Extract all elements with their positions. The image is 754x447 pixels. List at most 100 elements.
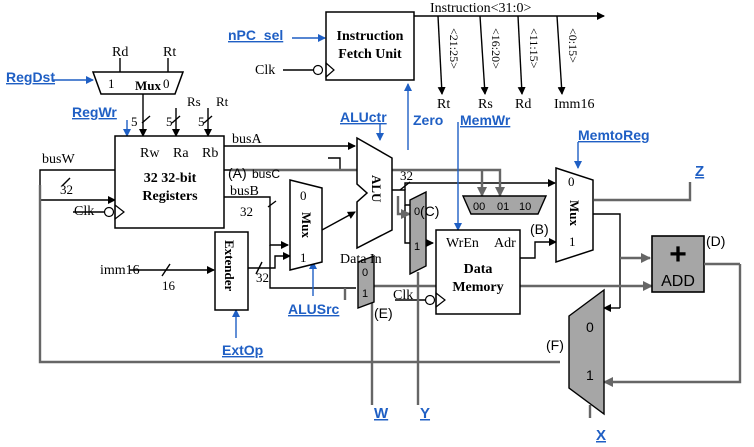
fetch-clk-label: Clk [255,63,275,78]
regwr-label: RegWr [72,104,117,120]
regdst-mux [91,71,185,95]
w-label: W [374,405,389,422]
imm16-width-tick [161,263,171,277]
y-label: Y [420,405,430,422]
imm16-width-label: 16 [162,278,176,293]
alusrc-zero-label: 0 [300,188,307,203]
field-label-2: <16:20> [489,28,503,69]
reg-clk-bubble [103,206,115,218]
regfile-line2: Registers [142,189,198,204]
f-to-busw-wire [38,185,560,364]
alusrc-mux-label: Mux [299,212,314,239]
regdst-mux-label: Mux [135,78,162,93]
new-3way-mux [461,195,548,215]
rt-width-label: 5 [198,114,205,129]
label-b: (B) [530,221,549,237]
instruction-fetch-unit [325,11,415,81]
regdst-width-label: 5 [131,114,138,129]
rs-width-tick [171,115,181,124]
fetch-line1: Instruction [337,29,404,44]
adder-label: ADD [661,273,695,290]
new-mux-00: 00 [473,201,485,213]
alusrc-mux [289,179,323,271]
regdst-rt-label: Rt [163,45,176,60]
mux-c [409,190,427,276]
field-output-imm16: Imm16 [554,97,594,112]
busb-width-label: 32 [240,204,253,219]
mux-c-one: 1 [414,241,420,253]
mem-clk-bubble [424,294,436,306]
label-c: (C) [420,203,439,219]
field-wire-rd [517,15,526,95]
label-a: (A) [228,165,247,181]
field-label-4: <0:15> [566,28,580,63]
mux-f [568,288,605,416]
alu-width-label: 32 [400,168,413,183]
memtoreg-mux [555,166,594,264]
x-label: X [596,427,606,444]
mux-e [357,254,375,310]
mux-f-zero: 0 [586,319,594,335]
zero-label: Zero [413,112,443,128]
regfile-line1: 32 32-bit [144,171,197,186]
regdst-rd-label: Rd [112,45,128,60]
label-d: (D) [706,233,725,249]
imm16-label: imm16 [100,263,140,278]
mux-c-zero: 0 [414,206,420,218]
memory-line1: Data [464,262,493,277]
mux-e-zero: 0 [362,267,368,279]
fetch-clk-bubble [312,64,324,76]
aluctr-label: ALUctr [340,109,387,125]
rt-width-tick [203,115,213,124]
busb-width-tick [267,200,277,208]
field-label-3: <11:15> [527,28,541,69]
rw-label: Rw [140,146,160,161]
adr-label: Adr [494,236,516,251]
d-to-f-wire [603,264,742,387]
new-mux-10: 10 [519,201,531,213]
adder-plus-icon: + [669,238,687,271]
alusrc-label: ALUSrc [288,301,340,317]
alu-label: ALU [369,175,384,203]
ra-label: Ra [173,146,189,161]
ext-width-label: 32 [256,270,269,285]
data-in-label: Data In [340,252,382,267]
busb-datain-wire [269,245,356,289]
extop-label: ExtOp [222,342,263,358]
reg-clk-label: Clk [74,204,94,219]
alu-to-wb-wire [404,179,556,190]
instruction-label: Instruction<31:0> [430,1,531,16]
busw-wire [39,185,116,204]
z-label: Z [695,163,704,180]
memtoreg-zero-label: 0 [568,174,575,189]
reg-clk-triangle [114,203,125,221]
control-wires [52,34,582,338]
busc-wire [230,168,505,197]
field-output-rd: Rd [515,97,531,112]
field-output-rt: Rt [437,97,450,112]
extender [214,231,249,311]
regdst-label: RegDst [6,69,55,85]
field-wire-imm [556,15,566,95]
register-file [114,135,225,229]
npc-sel-label: nPC_sel [228,27,283,43]
busb-label: busB [230,184,259,199]
regdst-width-tick [141,115,151,124]
field-wire-rt [437,15,446,95]
memory-line2: Memory [452,280,503,295]
regdst-sel0-label: 0 [163,76,170,91]
c-in0-wire [396,196,411,219]
busw-label: busW [42,152,75,167]
rs-width-label: 5 [166,114,173,129]
field-output-rs: Rs [478,97,493,112]
memtoreg-one-label: 1 [569,234,576,249]
field-wire-rs [479,15,489,95]
data-memory [435,229,521,315]
z-wire [594,182,692,202]
mux-f-one: 1 [586,367,594,383]
alu [356,136,393,250]
rb-label: Rb [202,146,218,161]
new-mux-01: 01 [497,201,509,213]
